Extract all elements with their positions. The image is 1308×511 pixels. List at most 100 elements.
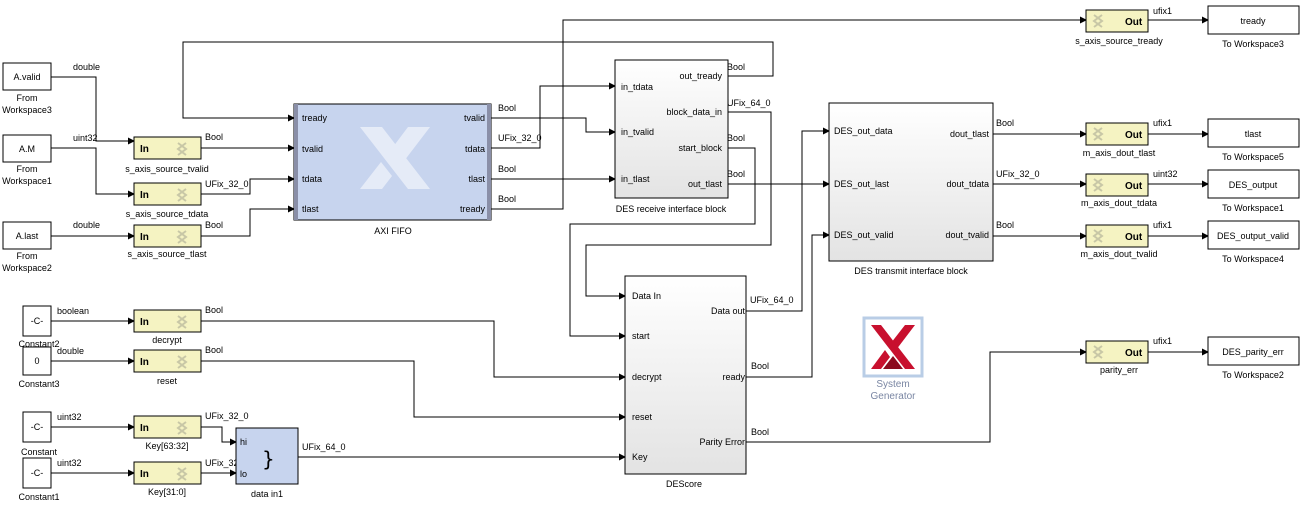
axi-fifo-right-bar: [487, 104, 491, 220]
gateway-out-parity-type: ufix1: [1153, 336, 1172, 346]
gateway-in-reset[interactable]: In reset Bool: [133, 345, 223, 386]
gateway-out-parity[interactable]: Out parity_err ufix1: [1085, 336, 1172, 375]
des-receive-out-type-0: Bool: [727, 62, 745, 72]
gateway-in-key-lo[interactable]: In Key[31:0] UFix_32_: [133, 458, 245, 497]
descore-block[interactable]: Data In start decrypt reset Key Data out…: [624, 275, 794, 489]
xilinx-logo-icon: [871, 325, 915, 369]
from-workspace1-label: A.M: [19, 144, 35, 154]
des-transmit-caption: DES transmit interface block: [854, 266, 968, 276]
constant3-type: double: [57, 346, 84, 356]
gateway-out-tready-label: Out: [1125, 17, 1143, 28]
des-transmit-out-type-1: UFix_32_0: [996, 169, 1040, 179]
descore-in-port-2: decrypt: [632, 372, 662, 382]
axi-fifo-out-port-3: tready: [460, 204, 486, 214]
xilinx-mark-icon: [1092, 345, 1104, 359]
constant2-block[interactable]: -C- Constant2 boolean: [18, 305, 89, 349]
gateway-out-tlast[interactable]: Out m_axis_dout_tlast ufix1: [1083, 118, 1172, 158]
from-workspace1-block[interactable]: A.M From Workspace1 uint32: [2, 133, 97, 186]
axi-fifo-out-port-2: tlast: [468, 174, 485, 184]
gateway-in-blocks: In s_axis_source_tvalid Bool In s_axis_s…: [125, 132, 248, 497]
gateway-in-decrypt[interactable]: In decrypt Bool: [133, 305, 223, 345]
axi-fifo-left-bar: [294, 104, 298, 220]
gateway-out-tlast-caption: m_axis_dout_tlast: [1083, 148, 1156, 158]
from-workspace2-label: A.last: [16, 231, 39, 241]
to-workspace3-label: tready: [1240, 16, 1266, 26]
to-workspace1-block[interactable]: DES_output To Workspace1: [1207, 169, 1300, 213]
wire-ready[interactable]: [746, 231, 830, 378]
descore-in-port-4: Key: [632, 452, 648, 462]
descore-caption: DEScore: [666, 479, 702, 489]
gateway-in-key-hi-caption: Key[63:32]: [145, 441, 188, 451]
from-workspace1-caption2: Workspace1: [2, 176, 52, 186]
system-generator-block[interactable]: System Generator: [862, 316, 924, 402]
concat-block[interactable]: hi lo } data in1 UFix_64_0: [235, 427, 346, 499]
from-workspace2-block[interactable]: A.last From Workspace2 double: [2, 220, 100, 273]
constant2-label: -C-: [31, 316, 44, 326]
des-receive-in-port-0: in_tdata: [621, 82, 653, 92]
gateway-out-tvalid-type: ufix1: [1153, 220, 1172, 230]
gateway-in-tdata[interactable]: In s_axis_source_tdata UFix_32_0: [126, 179, 249, 219]
to-workspace4-label: DES_output_valid: [1217, 231, 1289, 241]
wire-decrypt[interactable]: [201, 320, 626, 381]
des-receive-in-port-2: in_tlast: [621, 174, 650, 184]
axi-fifo-block[interactable]: tready tvalid tdata tlast tvalid tdata t…: [293, 103, 542, 236]
from-workspace2-type: double: [73, 220, 100, 230]
wire-am[interactable]: [51, 147, 135, 198]
des-receive-out-port-2: start_block: [678, 143, 722, 153]
from-workspace3-type: double: [73, 62, 100, 72]
wire-out-tready-to-fifo[interactable]: [182, 41, 774, 122]
wire-data-out[interactable]: [746, 127, 830, 312]
gateway-out-tvalid[interactable]: Out m_axis_dout_tvalid ufix1: [1080, 220, 1172, 259]
from-workspace3-block[interactable]: A.valid From Workspace3 double: [2, 62, 100, 115]
des-transmit-interface-block[interactable]: DES_out_data DES_out_last DES_out_valid …: [828, 102, 1040, 276]
gateway-out-tlast-type: ufix1: [1153, 118, 1172, 128]
constant1-block[interactable]: -C- Constant1 uint32: [18, 457, 82, 502]
gateway-in-decrypt-label: In: [140, 317, 149, 328]
gateway-in-key-lo-caption: Key[31:0]: [148, 487, 186, 497]
gateway-in-reset-label: In: [140, 357, 149, 368]
gateway-in-tvalid-type: Bool: [205, 132, 223, 142]
wire-fifo-tvalid[interactable]: [491, 82, 616, 149]
constant2-type: boolean: [57, 306, 89, 316]
wire-fifo-tready[interactable]: [491, 16, 1087, 210]
to-workspace3-caption: To Workspace3: [1222, 39, 1284, 49]
gateway-in-key-hi[interactable]: In Key[63:32] UFix_32_0: [133, 411, 249, 451]
wire-key-hi[interactable]: [201, 426, 237, 446]
xilinx-mark-icon: [1092, 14, 1104, 28]
des-transmit-out-port-0: dout_tlast: [950, 129, 990, 139]
to-workspace2-label: DES_parity_err: [1222, 347, 1284, 357]
gateway-in-tvalid[interactable]: In s_axis_source_tvalid Bool: [125, 132, 223, 174]
constant-caption: Constant: [21, 447, 58, 457]
to-workspace3-block[interactable]: tready To Workspace3: [1207, 5, 1300, 49]
des-receive-out-port-1: block_data_in: [666, 107, 722, 117]
gateway-out-tready[interactable]: Out s_axis_source_tready ufix1: [1075, 6, 1172, 46]
gateway-in-key-hi-label: In: [140, 423, 149, 434]
to-workspace2-block[interactable]: DES_parity_err To Workspace2: [1207, 336, 1300, 380]
gateway-out-tvalid-caption: m_axis_dout_tvalid: [1080, 249, 1157, 259]
descore-out-type-2: Bool: [751, 427, 769, 437]
wire-start-block[interactable]: [569, 147, 756, 340]
constant3-block[interactable]: 0 Constant3 double: [18, 346, 84, 389]
wire-parity-error[interactable]: [746, 348, 1087, 443]
to-workspace4-block[interactable]: DES_output_valid To Workspace4: [1207, 220, 1300, 264]
gateway-out-tdata[interactable]: Out m_axis_dout_tdata uint32: [1081, 169, 1178, 208]
gateway-in-tlast[interactable]: In s_axis_source_tlast Bool: [127, 220, 223, 259]
xilinx-mark-icon: [1092, 178, 1104, 192]
gateway-in-tlast-label: In: [140, 232, 149, 243]
descore-out-type-1: Bool: [751, 361, 769, 371]
axi-fifo-out-type-2: Bool: [498, 164, 516, 174]
wire-block-data-in[interactable]: [585, 111, 772, 300]
des-transmit-in-port-2: DES_out_valid: [834, 230, 894, 240]
to-workspace5-block[interactable]: tlast To Workspace5: [1207, 118, 1300, 162]
to-workspace5-label: tlast: [1245, 129, 1262, 139]
des-receive-interface-block[interactable]: in_tdata in_tvalid in_tlast out_tready b…: [614, 59, 771, 214]
constant-block[interactable]: -C- Constant uint32: [21, 411, 82, 457]
gateway-in-tvalid-caption: s_axis_source_tvalid: [125, 164, 209, 174]
wire-reset[interactable]: [201, 360, 626, 421]
wire-avalid[interactable]: [51, 76, 135, 145]
wire-gw-tdata[interactable]: [201, 175, 295, 195]
wire-fifo-tdata[interactable]: [491, 117, 616, 136]
xilinx-mark-icon: [176, 355, 188, 369]
wire-gw-tlast[interactable]: [201, 205, 295, 237]
to-workspace2-caption: To Workspace2: [1222, 370, 1284, 380]
